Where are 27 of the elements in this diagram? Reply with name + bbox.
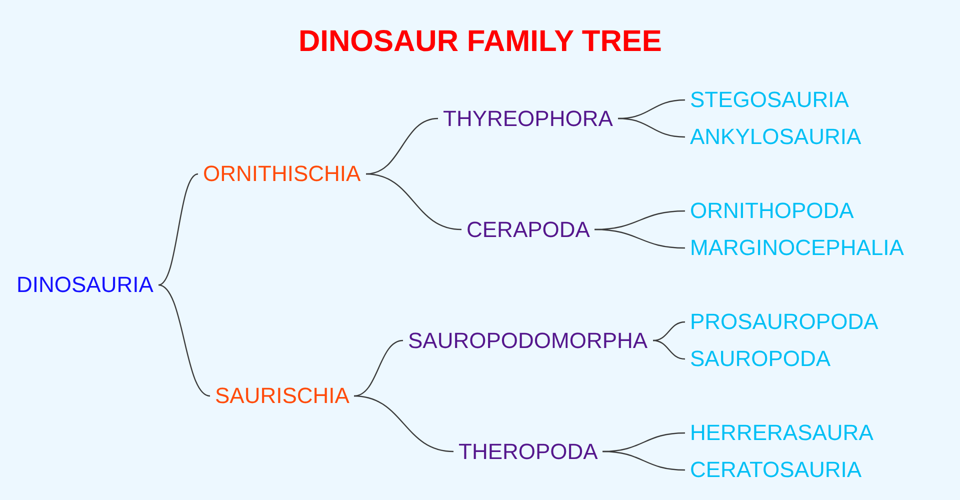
- clade-label: SAURISCHIA: [215, 383, 350, 409]
- clade-label: SAUROPODOMORPHA: [408, 328, 648, 354]
- tree-link: [618, 118, 686, 138]
- clade-label: SAUROPODA: [690, 346, 831, 372]
- tree-link: [652, 321, 686, 342]
- clade-label: HERRERASAURA: [690, 420, 874, 446]
- tree-link: [158, 284, 210, 397]
- clade-label: CERATOSAURIA: [690, 457, 862, 483]
- clade-label: PROSAUROPODA: [690, 309, 878, 335]
- tree-link: [594, 228, 686, 249]
- clade-label: ANKYLOSAURIA: [690, 124, 862, 150]
- tree-link: [652, 340, 686, 360]
- tree-link: [366, 173, 462, 230]
- tree-link: [354, 395, 454, 452]
- clade-label: CERAPODA: [466, 216, 590, 242]
- tree-link: [158, 173, 198, 286]
- clade-label: STEGOSAURIA: [690, 87, 849, 113]
- clade-label: THEROPODA: [458, 438, 598, 464]
- tree-link: [354, 340, 404, 397]
- clade-label: ORNITHOPODA: [690, 198, 854, 224]
- clade-label: MARGINOCEPHALIA: [690, 235, 904, 261]
- clade-label: THYREOPHORA: [443, 106, 613, 132]
- tree-link: [366, 118, 438, 175]
- tree-link: [602, 450, 686, 471]
- clade-label: DINOSAURIA: [16, 272, 154, 298]
- clade-label: ORNITHISCHIA: [203, 161, 361, 187]
- title: DINOSAUR FAMILY TREE: [298, 24, 662, 60]
